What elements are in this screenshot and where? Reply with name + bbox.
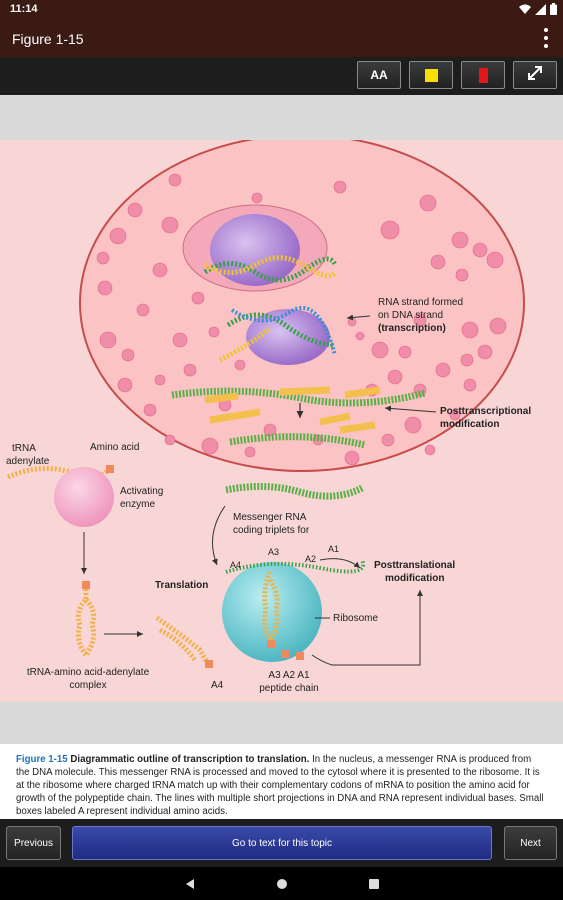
ribosome-mrna — [225, 559, 366, 574]
posttranslational-arrow — [311, 590, 423, 666]
red-square-icon — [478, 67, 488, 83]
label-messenger-1: Messenger RNA — [233, 512, 307, 523]
overflow-menu-icon[interactable] — [543, 28, 549, 48]
back-icon[interactable] — [178, 867, 202, 900]
expand-icon — [526, 64, 544, 87]
label-a2-top: A2 — [305, 554, 316, 564]
label-a4: A4 — [211, 680, 224, 691]
mrna-arrow — [211, 505, 226, 566]
label-a4-top: A4 — [230, 560, 241, 570]
status-bar: 11:14 — [0, 0, 563, 20]
trna-moving — [155, 615, 213, 668]
label-trna-2: adenylate — [6, 456, 50, 467]
transcription-pointer — [346, 314, 371, 321]
label-peptide-2: peptide chain — [259, 683, 319, 694]
label-posttranslational-1: Posttranslational — [374, 560, 455, 571]
bottom-navigation: Previous Go to text for this topic Next — [0, 819, 563, 867]
label-posttranscriptional-1: Posttranscriptional — [440, 406, 531, 417]
label-complex-2: complex — [69, 680, 106, 691]
label-amino-acid: Amino acid — [90, 442, 139, 453]
amino-acid-box — [106, 465, 114, 473]
signal-icon — [535, 3, 546, 18]
label-rna-strand-1: RNA strand formed — [378, 297, 463, 308]
label-messenger-2: coding triplets for — [233, 525, 310, 536]
recents-icon[interactable] — [362, 867, 386, 900]
caption-text: In the nucleus, a messenger RNA is produ… — [16, 754, 544, 817]
posttranscriptional-pointer — [384, 405, 437, 413]
status-icons — [519, 3, 557, 18]
label-trna-1: tRNA — [12, 443, 36, 454]
label-peptide-1: A3 A2 A1 — [268, 670, 310, 681]
fullscreen-button[interactable] — [513, 61, 557, 89]
figure-toolbar: AA — [0, 57, 563, 95]
text-size-button[interactable]: AA — [357, 61, 401, 89]
page-title: Figure 1-15 — [12, 31, 84, 47]
figure-image: RNA strand formed on DNA strand (transcr… — [0, 140, 563, 702]
text-size-icon: AA — [370, 68, 388, 82]
app-bar: Figure 1-15 — [0, 20, 563, 57]
label-activating-2: enzyme — [120, 499, 155, 510]
label-a1-top: A1 — [328, 544, 339, 554]
yellow-highlight-button[interactable] — [409, 61, 453, 89]
next-button[interactable]: Next — [504, 826, 557, 860]
system-navigation-bar — [0, 867, 563, 900]
label-transcription: (transcription) — [378, 323, 446, 334]
red-highlight-button[interactable] — [461, 61, 505, 89]
cell — [79, 140, 525, 472]
caption-title: Diagrammatic outline of transcription to… — [70, 754, 310, 765]
nucleus — [182, 204, 338, 292]
ribosome — [222, 562, 322, 662]
wifi-icon — [519, 4, 531, 18]
label-posttranscriptional-2: modification — [440, 419, 499, 430]
processed-mrna — [171, 386, 426, 449]
label-translation: Translation — [155, 580, 208, 591]
figure-bottom-margin — [0, 702, 563, 744]
home-icon[interactable] — [270, 867, 294, 900]
mrna-exit-arrow — [319, 558, 361, 569]
label-posttranslational-2: modification — [385, 573, 444, 584]
ribosome-trna — [262, 570, 304, 660]
previous-button[interactable]: Previous — [6, 826, 61, 860]
transcription-complex — [218, 305, 337, 365]
messenger-rna — [225, 482, 364, 500]
yellow-square-icon — [424, 68, 438, 82]
trna-complex — [76, 581, 96, 657]
label-rna-strand-2: on DNA strand — [378, 310, 443, 321]
cytoplasm-vesicles — [96, 173, 507, 466]
battery-icon — [550, 3, 557, 18]
figure-top-margin — [0, 95, 563, 140]
label-ribosome: Ribosome — [333, 613, 378, 624]
figure-caption: Figure 1-15 Diagrammatic outline of tran… — [16, 753, 546, 819]
activating-enzyme — [54, 467, 114, 527]
go-to-text-button[interactable]: Go to text for this topic — [72, 826, 492, 860]
caption-label: Figure 1-15 — [16, 754, 68, 765]
label-complex-1: tRNA-amino acid-adenylate — [27, 667, 150, 678]
label-a3-top: A3 — [268, 547, 279, 557]
status-time: 11:14 — [10, 3, 38, 15]
label-activating-1: Activating — [120, 486, 163, 497]
